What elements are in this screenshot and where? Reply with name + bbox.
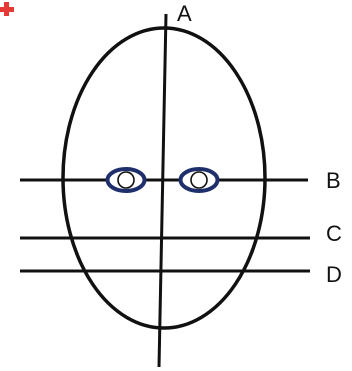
head-outline [61,26,267,330]
corner-mark-bar-vertical [4,2,9,16]
label-a: A [177,1,192,26]
label-b: B [326,168,341,193]
right-eye-icon [178,167,220,193]
vertical-center-line [157,13,168,368]
left-eye-icon [105,167,147,193]
left-eye-pupil [117,171,135,189]
corner-mark-icon [0,2,14,16]
right-eye-pupil [190,171,208,189]
label-c: C [326,221,342,246]
label-d: D [326,262,342,287]
